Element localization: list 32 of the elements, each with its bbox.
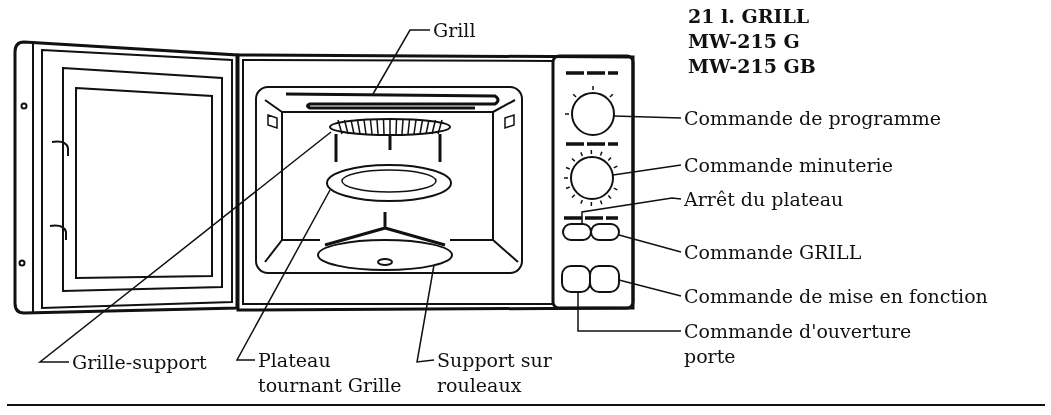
button [561,265,591,293]
callout-label: Commande GRILL [684,240,984,265]
callout-label: Grill [433,18,513,43]
callout-label: Support sur rouleaux [437,348,559,398]
leader-line [416,264,435,363]
callout-label: Arrêt du plateau [684,187,984,212]
callout-label: Plateau tournant Grille [258,348,410,398]
timer-knob [570,156,614,200]
switch [562,223,592,241]
leader-line [235,189,331,361]
switch [590,223,620,241]
callout-label: Commande de programme [684,106,1014,131]
leader-line [613,115,682,119]
model-heading: MW-215 GB [688,54,816,79]
callout-label: Grille-support [72,350,232,375]
callout-label: Commande d'ouverture porte [684,319,924,369]
callout-label: Commande de mise en fonction [684,284,1046,309]
leader-line [612,164,682,176]
grill-rack [329,118,451,164]
leader-line [581,197,682,225]
model-heading: 21 l. GRILL [688,4,810,29]
leader-line [372,29,431,95]
model-heading: MW-215 G [688,29,800,54]
callout-label: Commande minuterie [684,153,984,178]
button [589,265,620,293]
leader-line [577,291,682,332]
program-knob [571,92,615,136]
roller-support [317,210,453,271]
grill-element [286,92,499,110]
leader-line [618,234,682,253]
turntable-plate [326,164,452,202]
leader-line [37,131,332,363]
